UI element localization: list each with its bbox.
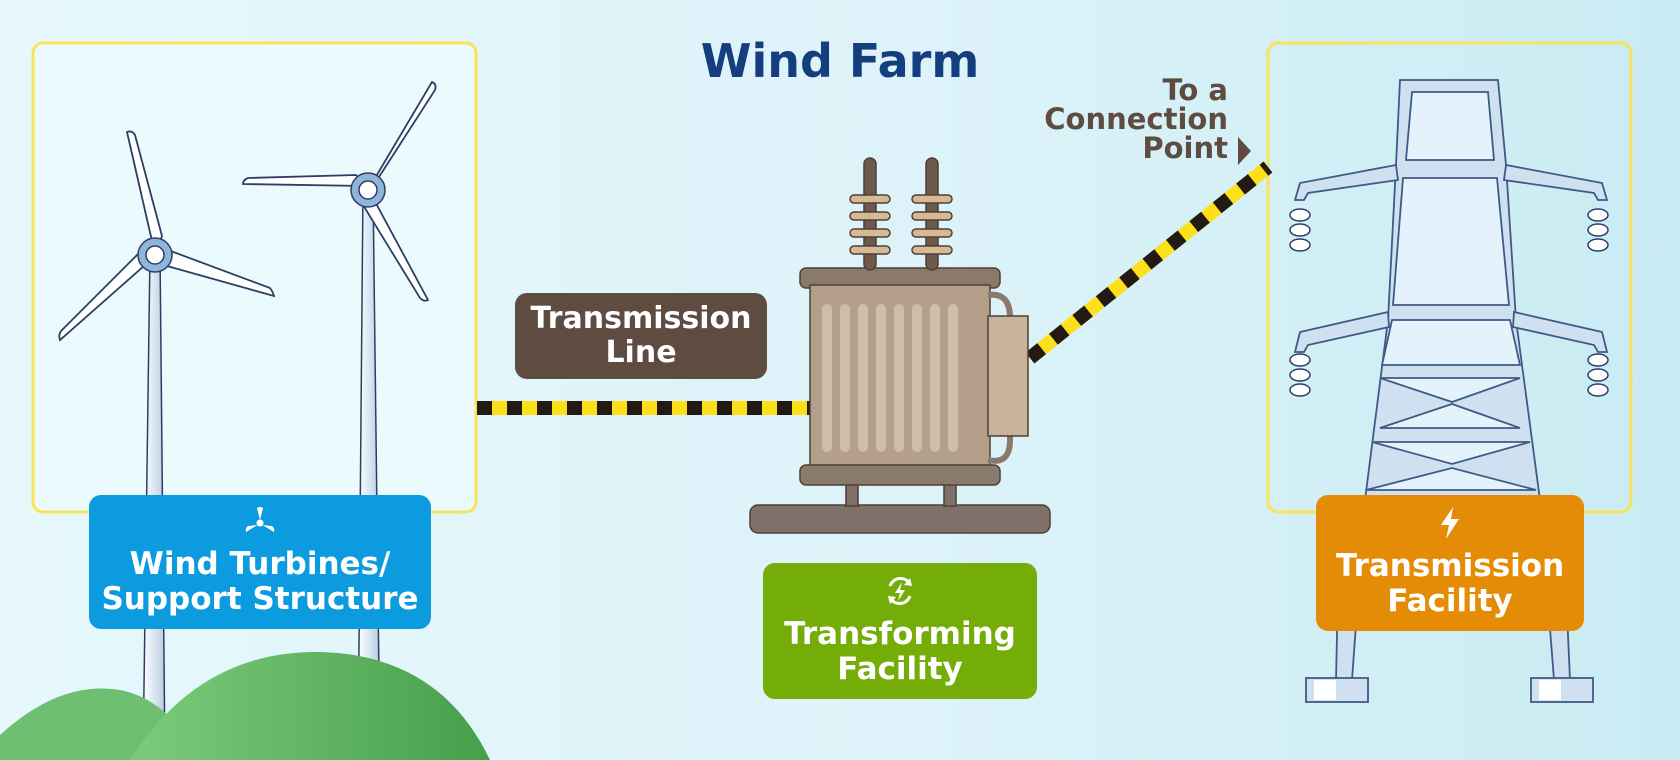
connection-arrow-icon [1238,137,1251,165]
transmission-facility-text: Transmission Facility [1335,547,1565,620]
turbine-icon [243,506,277,542]
connection-cable-stripes [1025,161,1273,364]
transmission-line-label: Transmission Line [515,293,767,379]
lightning-icon [1436,506,1464,544]
wind-turbines-text: Wind Turbines/ Support Structure [101,545,419,618]
transforming-facility-label: Transforming Facility [763,563,1037,699]
connection-point-label: To a Connection Point [1044,73,1228,165]
wind-turbines-label: Wind Turbines/ Support Structure [89,495,431,629]
insulators [1289,208,1609,397]
cycle-bolt-icon [883,574,917,612]
transmission-line-text: Transmission Line [530,300,752,370]
transformer [749,157,1051,534]
transmission-facility-label: Transmission Facility [1316,495,1584,631]
hill-front [130,651,490,760]
transforming-facility-text: Transforming Facility [784,615,1016,688]
diagram-title: Wind Farm [700,34,980,88]
